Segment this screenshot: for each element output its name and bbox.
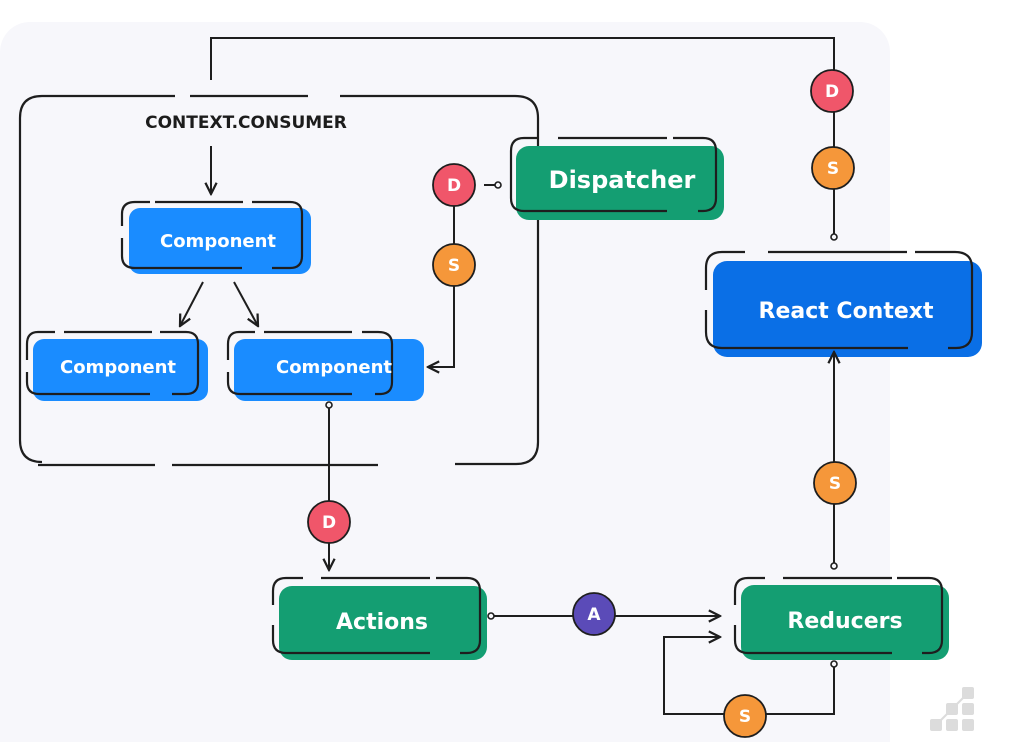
component-right-label: Component xyxy=(276,357,392,378)
react-context-label: React Context xyxy=(759,299,934,324)
badge-context-s: S xyxy=(811,146,855,190)
svg-text:S: S xyxy=(739,707,751,727)
badge-reducers-loop-s: S xyxy=(723,694,767,738)
svg-text:D: D xyxy=(447,176,461,196)
component-top-fill xyxy=(129,208,311,274)
react-context-node[interactable]: React Context xyxy=(704,250,982,357)
actions-port xyxy=(487,612,495,620)
actions-label: Actions xyxy=(336,610,428,635)
svg-text:D: D xyxy=(825,82,839,102)
component-node-right[interactable]: Component xyxy=(226,330,424,401)
actions-fill xyxy=(279,586,487,660)
component-to-right-arrow xyxy=(233,281,258,326)
badge-actions-a: A xyxy=(572,592,616,636)
component-node-left[interactable]: Component xyxy=(25,330,208,401)
reducers-label: Reducers xyxy=(787,609,902,634)
component-top-label: Component xyxy=(160,231,276,252)
actions-node[interactable]: Actions xyxy=(271,576,487,660)
badge-reducers-up-s: S xyxy=(813,461,857,505)
svg-text:D: D xyxy=(322,513,336,533)
react-context-fill xyxy=(713,261,982,357)
context-port xyxy=(830,233,838,241)
component-left-label: Component xyxy=(60,357,176,378)
context-consumer-container xyxy=(18,94,540,467)
dispatcher-fill xyxy=(516,146,724,220)
badge-component-d: D xyxy=(307,500,351,544)
svg-text:S: S xyxy=(448,256,460,276)
reducers-bottom-port xyxy=(830,660,838,668)
dispatcher-port xyxy=(494,181,502,189)
badge-context-d: D xyxy=(810,69,854,113)
component-to-left-arrow xyxy=(180,281,204,326)
dispatcher-node[interactable]: Dispatcher xyxy=(509,136,724,220)
badge-dispatcher-d: D xyxy=(432,163,476,207)
logo-icon xyxy=(930,687,974,731)
reducers-top-port xyxy=(830,562,838,570)
svg-text:A: A xyxy=(587,605,601,625)
dispatcher-label: Dispatcher xyxy=(549,166,696,194)
component-left-fill xyxy=(33,339,208,401)
component-port xyxy=(325,401,333,409)
component-node-top[interactable]: Component xyxy=(120,200,311,274)
svg-text:S: S xyxy=(827,159,839,179)
reducers-loop-arrow xyxy=(663,637,835,715)
badge-dispatcher-s: S xyxy=(432,243,476,287)
component-right-fill xyxy=(234,339,424,401)
consumer-to-context-wire xyxy=(210,37,835,236)
reducers-node[interactable]: Reducers xyxy=(733,576,949,660)
svg-text:S: S xyxy=(829,474,841,494)
context-consumer-title: CONTEXT.CONSUMER xyxy=(145,113,347,133)
reducers-fill xyxy=(741,585,949,660)
